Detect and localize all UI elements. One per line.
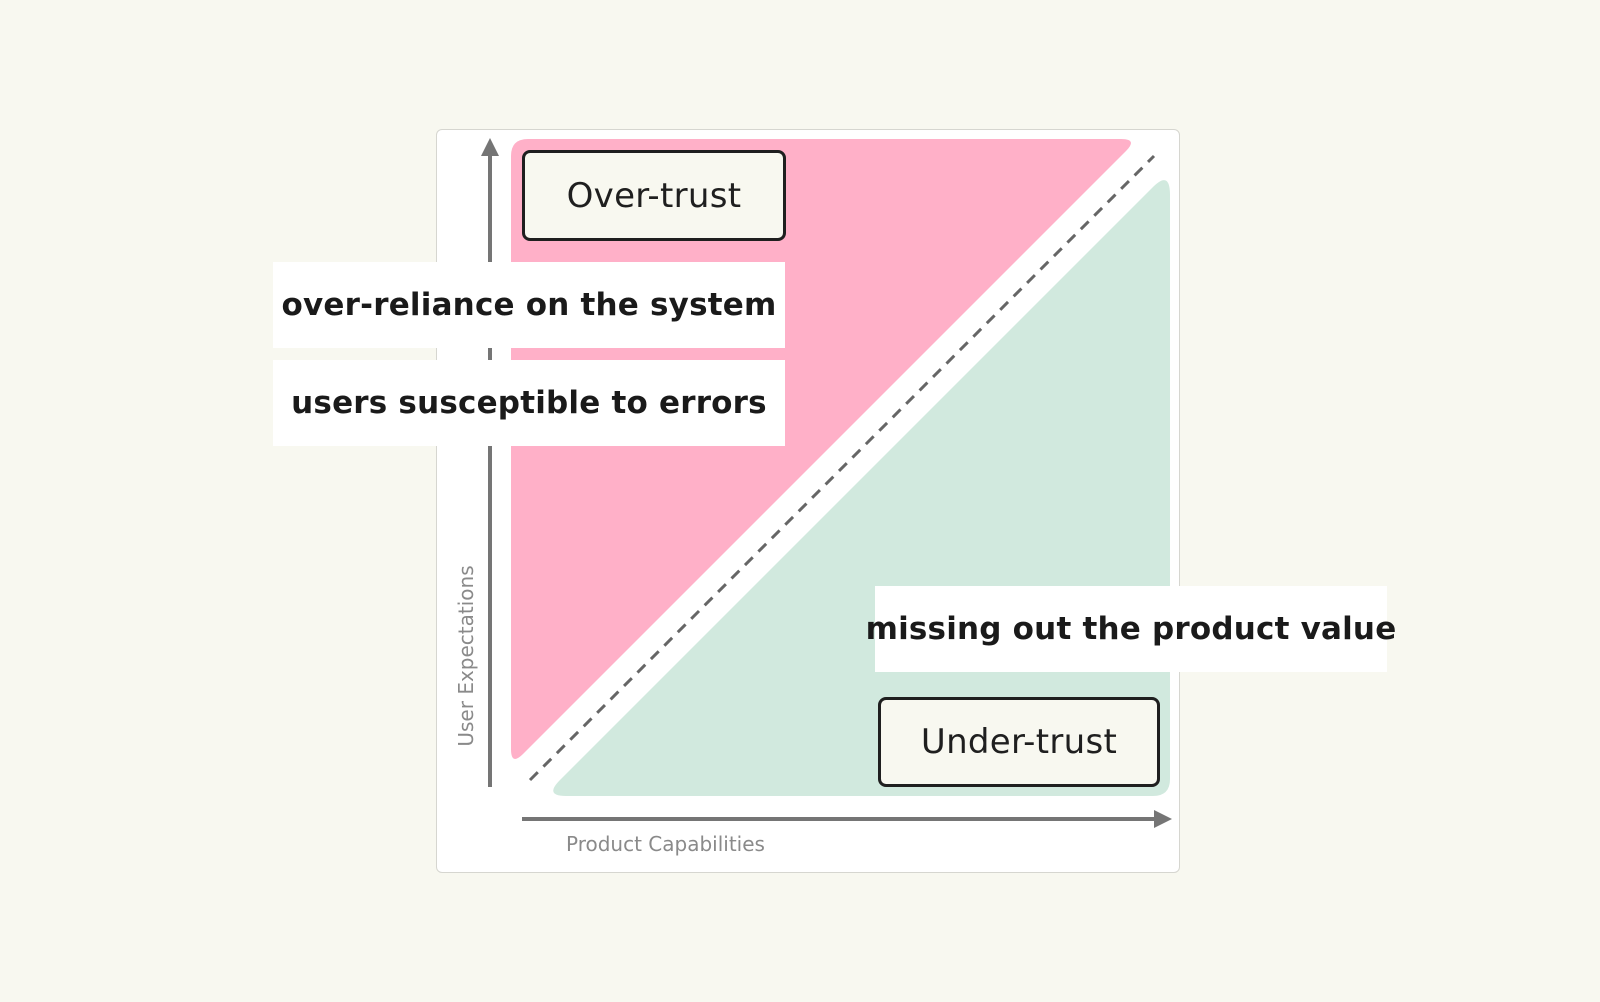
susceptible-to-errors-caption: users susceptible to errors [273,360,785,446]
over-reliance-caption: over-reliance on the system [273,262,785,348]
under-trust-label: Under-trust [878,697,1160,787]
y-axis-label: User Expectations [454,565,478,747]
trust-boundary-dashed-line [528,154,1156,782]
x-axis-arrowhead [1154,810,1172,828]
over-trust-label: Over-trust [522,150,786,241]
x-axis-label: Product Capabilities [566,832,765,856]
missing-value-caption: missing out the product value [866,586,1396,672]
y-axis-arrowhead [481,138,499,156]
